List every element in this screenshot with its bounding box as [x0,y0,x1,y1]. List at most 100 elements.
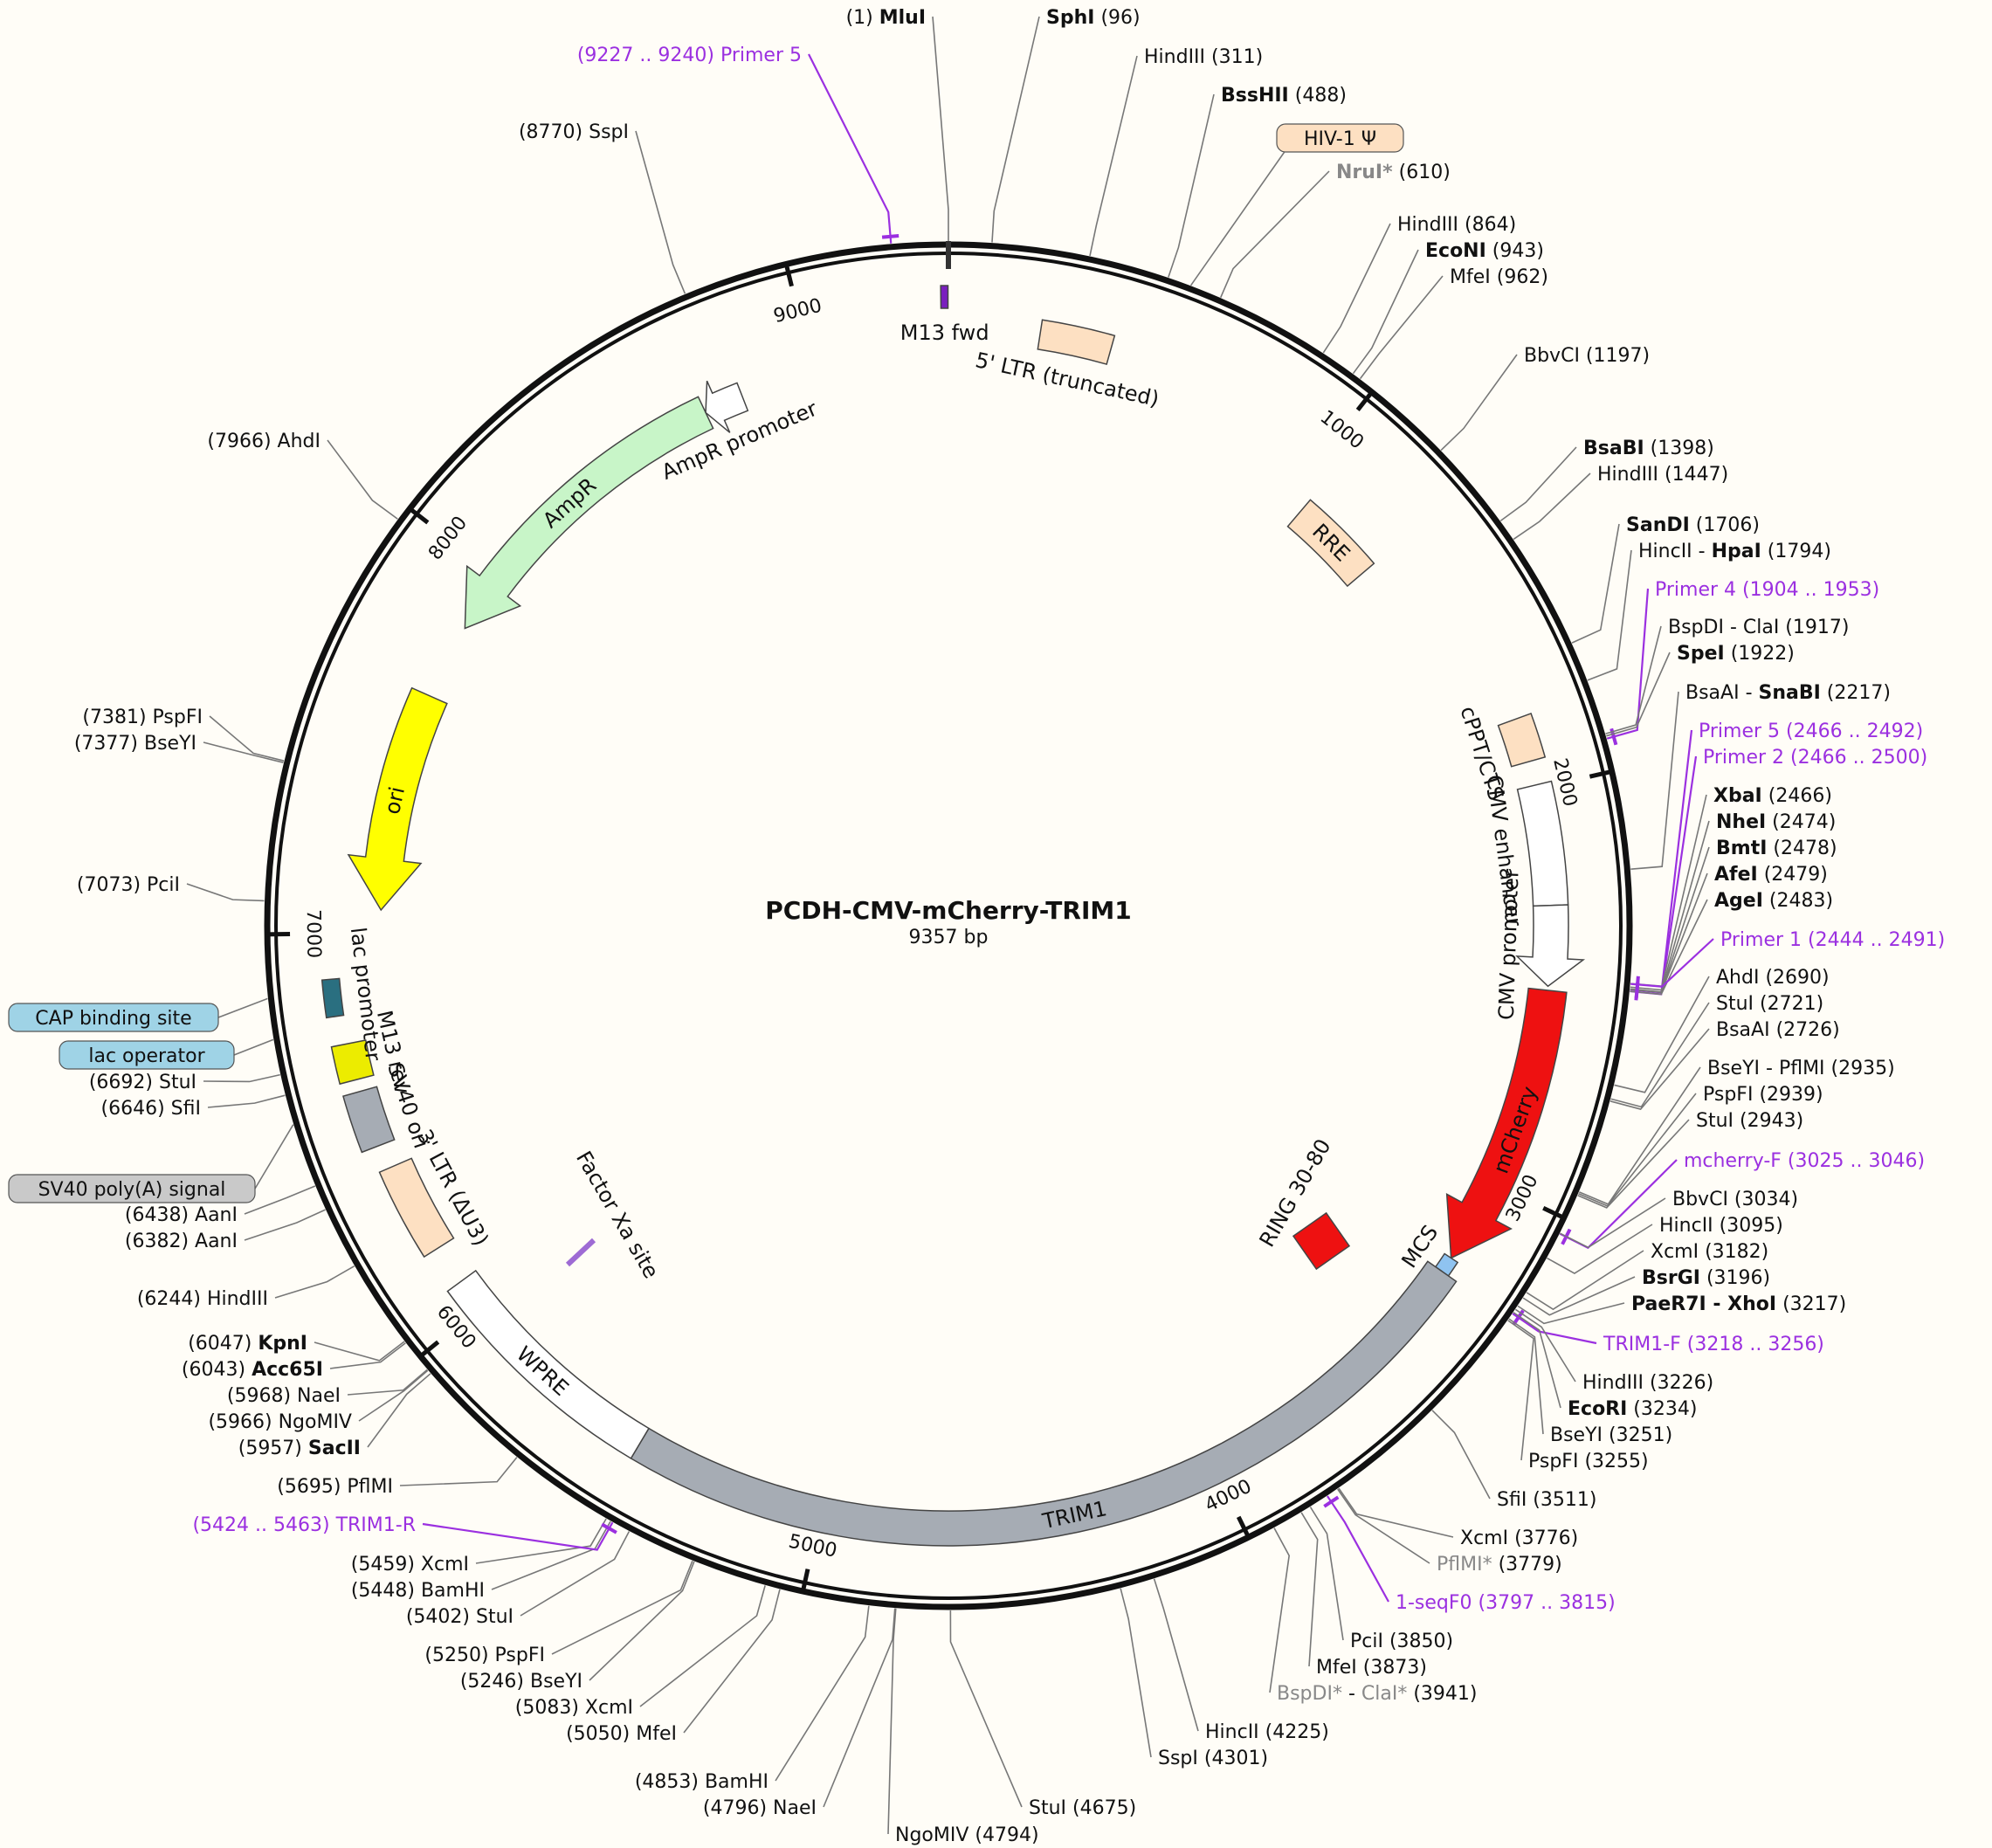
primer-label[interactable]: Primer 4 (1904 .. 1953) [1655,579,1879,601]
restriction-site-label[interactable]: (4853) BamHI [635,1771,769,1793]
restriction-site-label[interactable]: (5083) XcmI [515,1697,633,1719]
restriction-site-label[interactable]: NruI* (610) [1336,162,1451,183]
feature-factor-xa-site[interactable] [565,1238,596,1267]
restriction-site-label[interactable]: (5957) SacII [238,1438,361,1459]
restriction-site-label[interactable]: SpeI (1922) [1677,643,1795,665]
restriction-site-label[interactable]: (7073) PciI [77,874,180,896]
restriction-site-label[interactable]: HindIII (311) [1144,46,1263,68]
primer-label[interactable]: Primer 5 (2466 .. 2492) [1699,721,1923,742]
restriction-site-label[interactable]: BseYI (3251) [1550,1424,1672,1446]
restriction-site-label[interactable]: (6438) AanI [125,1204,238,1226]
restriction-site-label[interactable]: PspFI (3255) [1528,1451,1649,1472]
badge-cap-binding-site[interactable]: CAP binding site [8,997,268,1032]
restriction-site-label[interactable]: BbvCI (3034) [1672,1189,1798,1210]
primer-label[interactable]: 1-seqF0 (3797 .. 3815) [1396,1592,1616,1614]
badge-hiv-1[interactable]: HIV-1 Ψ [1189,123,1404,286]
restriction-site-label[interactable]: XbaI (2466) [1713,785,1832,807]
feature-m13-fwd[interactable] [940,285,949,309]
restriction-site-label[interactable]: BsaBI (1398) [1583,438,1714,459]
feature-lac-promoter[interactable] [321,977,345,1019]
restriction-site-label[interactable]: (6244) HindIII [137,1288,268,1310]
restriction-site-label[interactable]: (5695) PflMI [277,1476,393,1498]
restriction-site-label[interactable]: AfeI (2479) [1714,864,1828,886]
feature-cppt-cts[interactable] [1497,713,1547,768]
restriction-site-label[interactable]: (5459) XcmI [351,1554,469,1576]
restriction-site-label[interactable]: PflMI* (3779) [1437,1554,1562,1576]
restriction-site-label[interactable]: AhdI (2690) [1716,967,1830,989]
restriction-site-label[interactable]: (6646) SfiI [101,1098,201,1120]
feature-ori[interactable] [347,686,448,912]
restriction-site-label[interactable]: BsrGI (3196) [1642,1267,1770,1289]
restriction-site-label[interactable]: AgeI (2483) [1714,890,1833,912]
restriction-site-label[interactable]: MfeI (962) [1450,266,1548,288]
restriction-site-label[interactable]: (6043) Acc65I [182,1359,323,1381]
restriction-site-label[interactable]: BbvCI (1197) [1524,345,1650,367]
restriction-site-label[interactable]: BmtI (2478) [1716,838,1837,859]
restriction-site-label[interactable]: NheI (2474) [1716,811,1836,833]
restriction-site-label[interactable]: SfiI (3511) [1497,1489,1596,1511]
primer-label[interactable]: (9227 .. 9240) Primer 5 [577,45,802,66]
restriction-site-label[interactable]: BspDI - ClaI (1917) [1668,617,1849,638]
feature-3-ltr-u3[interactable] [378,1157,455,1258]
primer-label[interactable]: Primer 2 (2466 .. 2500) [1703,747,1927,769]
feature-sv40-ori[interactable] [342,1086,396,1154]
restriction-site-label[interactable]: (1) MluI [846,7,926,29]
restriction-site-label[interactable]: PciI (3850) [1350,1631,1453,1652]
restriction-site-label[interactable]: (5250) PspFI [424,1645,545,1666]
restriction-site-label[interactable]: (4796) NaeI [703,1797,817,1819]
feature-m13-rev[interactable] [330,1039,375,1086]
feature-ring-30-80[interactable] [1292,1211,1351,1271]
primer-label[interactable]: (5424 .. 5463) TRIM1-R [192,1514,416,1536]
restriction-site-label[interactable]: MfeI (3873) [1316,1657,1427,1679]
restriction-site-label[interactable]: EcoRI (3234) [1568,1398,1697,1420]
restriction-site-label[interactable]: SspI (4301) [1158,1748,1268,1769]
feature-5-ltr-truncated[interactable] [1037,319,1116,365]
restriction-site-label[interactable]: HincII - HpaI (1794) [1638,541,1831,562]
restriction-site-label[interactable]: StuI (4675) [1029,1797,1136,1819]
restriction-site-label[interactable]: (7381) PspFI [82,707,203,728]
feature-wpre[interactable] [446,1269,650,1459]
feature-ampr-promoter[interactable] [705,380,749,433]
restriction-site-label[interactable]: (5246) BseYI [460,1671,582,1693]
restriction-site-label[interactable]: HindIII (1447) [1597,464,1728,486]
restriction-site-label[interactable]: HindIII (864) [1397,214,1516,236]
restriction-site-label[interactable]: (5968) NaeI [227,1385,341,1407]
site-label-part: (2474) [1766,811,1836,833]
restriction-site-label[interactable]: (6382) AanI [125,1231,238,1252]
restriction-site-label[interactable]: (7377) BseYI [74,733,196,755]
restriction-site-label[interactable]: PspFI (2939) [1703,1084,1823,1106]
feature-rre[interactable] [1286,499,1375,588]
primer-label[interactable]: Primer 1 (2444 .. 2491) [1720,929,1945,951]
badge-lac-operator[interactable]: lac operator [59,1038,274,1070]
restriction-site-label[interactable]: (6047) KpnI [188,1333,307,1355]
restriction-site-label[interactable]: (5448) BamHI [351,1580,485,1602]
restriction-site-label[interactable]: (5050) MfeI [566,1723,677,1745]
restriction-site-label[interactable]: SanDI (1706) [1626,514,1760,536]
restriction-site-label[interactable]: XcmI (3182) [1651,1241,1768,1263]
restriction-site-label[interactable]: (5402) StuI [406,1606,514,1628]
restriction-site-label[interactable]: BspDI* - ClaI* (3941) [1277,1683,1478,1705]
restriction-site-label[interactable]: HincII (4225) [1205,1721,1329,1743]
restriction-site-label[interactable]: BsaAI (2726) [1716,1019,1840,1041]
restriction-site-label[interactable]: BssHII (488) [1221,85,1347,107]
restriction-site-label[interactable]: BsaAI - SnaBI (2217) [1685,682,1891,704]
badge-sv40-poly-a-signal[interactable]: SV40 poly(A) signal [8,1124,294,1203]
restriction-site-label[interactable]: XcmI (3776) [1460,1527,1578,1549]
restriction-site-label[interactable]: (8770) SspI [519,121,629,143]
restriction-site-label[interactable]: StuI (2943) [1696,1110,1803,1132]
primer-label[interactable]: TRIM1-F (3218 .. 3256) [1603,1334,1824,1355]
restriction-site-label[interactable]: SphI (96) [1046,7,1141,29]
restriction-site-label[interactable]: BseYI - PflMI (2935) [1707,1058,1895,1079]
primer-label[interactable]: mcherry-F (3025 .. 3046) [1684,1150,1925,1172]
restriction-site-label[interactable]: EcoNI (943) [1425,240,1544,262]
restriction-site-label[interactable]: HincII (3095) [1659,1215,1783,1237]
restriction-site-label[interactable]: HindIII (3226) [1582,1372,1713,1394]
feature-ampr[interactable] [464,396,714,630]
restriction-site-label[interactable]: StuI (2721) [1716,993,1823,1015]
restriction-site-label[interactable]: (6692) StuI [89,1072,196,1093]
restriction-site-label[interactable]: (7966) AhdI [207,431,321,452]
restriction-site-label[interactable]: (5966) NgoMIV [208,1411,352,1433]
feature-cmv-promoter[interactable] [1515,904,1586,988]
restriction-site-label[interactable]: PaeR7I - XhoI (3217) [1631,1293,1846,1315]
restriction-site-label[interactable]: NgoMIV (4794) [895,1824,1039,1846]
